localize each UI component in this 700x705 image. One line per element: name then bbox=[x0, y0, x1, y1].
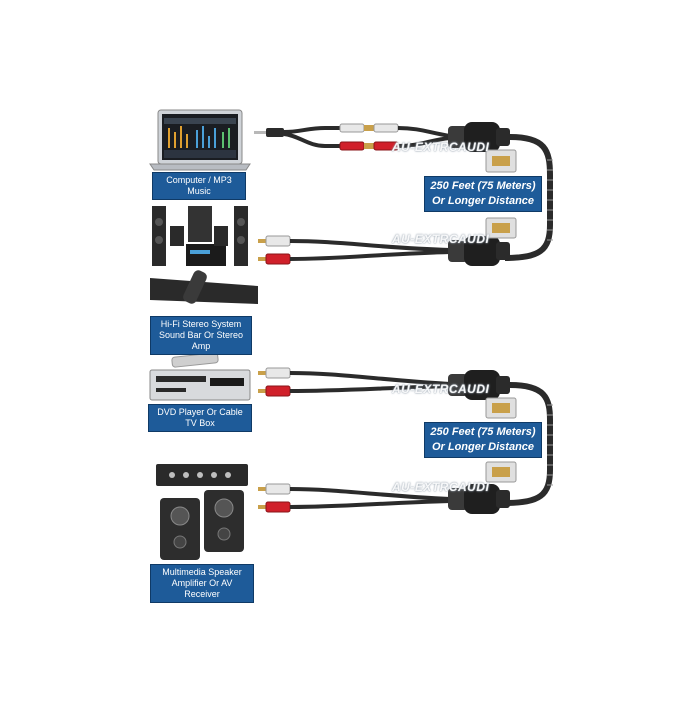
balun-receiver-icon bbox=[448, 461, 517, 514]
speaker-caption-line1: Multimedia Speaker bbox=[162, 567, 242, 577]
rca-cable bbox=[258, 367, 451, 397]
balun-transmitter-icon bbox=[448, 370, 517, 419]
speaker-caption-line2: Amplifier Or AV Receiver bbox=[171, 578, 233, 599]
distance-label-bottom: 250 Feet (75 Meters) Or Longer Distance bbox=[424, 422, 542, 458]
dvd-player-icon bbox=[149, 352, 251, 401]
distance-line2: Or Longer Distance bbox=[431, 441, 535, 453]
rca-cable bbox=[258, 235, 451, 265]
aux-cable bbox=[254, 123, 451, 151]
watermark: AU-EXTRCAUDI bbox=[392, 480, 490, 494]
watermark: AU-EXTRCAUDI bbox=[392, 140, 490, 154]
hifi-caption-line1: Hi-Fi Stereo System bbox=[160, 319, 242, 329]
dvd-caption: DVD Player Or Cable TV Box bbox=[148, 404, 252, 432]
rca-cable bbox=[258, 483, 451, 513]
watermark: AU-EXTRCAUDI bbox=[392, 382, 490, 396]
distance-line2: Or Longer Distance bbox=[431, 195, 535, 207]
distance-line1: 250 Feet (75 Meters) bbox=[430, 426, 536, 438]
speaker-caption: Multimedia Speaker Amplifier Or AV Recei… bbox=[150, 564, 254, 603]
speakers-icon bbox=[156, 464, 248, 560]
balun-receiver-icon bbox=[448, 217, 517, 266]
hifi-system-icon bbox=[150, 206, 258, 304]
laptop-icon bbox=[149, 109, 251, 171]
hifi-caption: Hi-Fi Stereo System Sound Bar Or Stereo … bbox=[150, 316, 252, 355]
distance-line1: 250 Feet (75 Meters) bbox=[430, 180, 536, 192]
balun-transmitter-icon bbox=[448, 122, 517, 173]
watermark: AU-EXTRCAUDI bbox=[392, 232, 490, 246]
distance-label-top: 250 Feet (75 Meters) Or Longer Distance bbox=[424, 176, 542, 212]
computer-caption: Computer / MP3 Music bbox=[152, 172, 246, 200]
hifi-caption-line2: Sound Bar Or Stereo Amp bbox=[158, 330, 244, 351]
